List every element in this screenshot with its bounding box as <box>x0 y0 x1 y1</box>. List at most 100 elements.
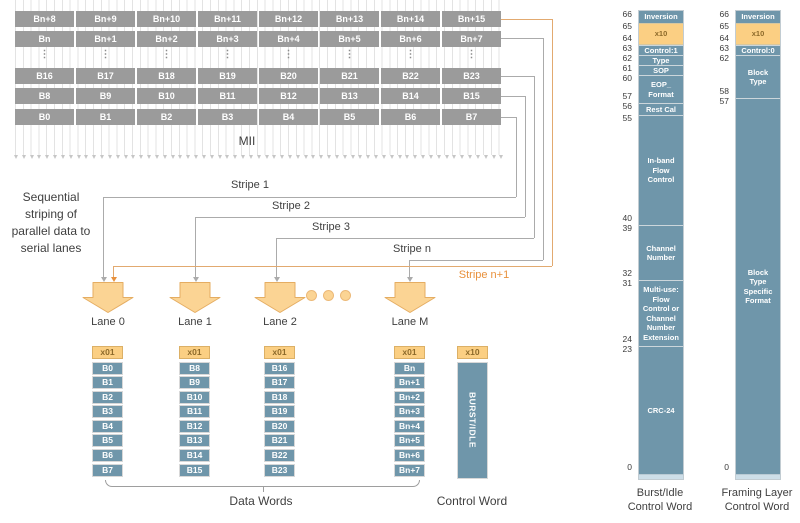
bus-arrowhead-icon <box>483 155 488 159</box>
bit-number: 65 <box>622 21 632 31</box>
stripe-line <box>113 266 114 277</box>
mii-cell: B2 <box>137 109 196 125</box>
burst-idle-word-title: Burst/Idle Control Word <box>627 487 693 513</box>
bit-number: 65 <box>719 21 729 31</box>
ellipsis-dot-icon <box>323 290 334 301</box>
stripe-line <box>525 96 526 217</box>
lane-cell: B4 <box>92 419 123 433</box>
bit-number: 61 <box>622 63 632 73</box>
bus-arrowhead-icon <box>287 155 292 159</box>
lane-arrow-icon <box>169 282 221 313</box>
lane-label: Lane M <box>391 316 429 328</box>
bus-arrowhead-icon <box>264 155 269 159</box>
lane-cell: B1 <box>92 376 123 390</box>
mii-cell: Bn+14 <box>381 11 440 27</box>
bit-number: 57 <box>719 96 729 106</box>
bus-arrowhead-icon <box>201 155 206 159</box>
mii-cell: B13 <box>320 88 379 104</box>
bus-arrowhead-icon <box>381 155 386 159</box>
lane-cell: B18 <box>264 390 295 404</box>
lane-cell: Bn+4 <box>394 419 425 433</box>
bus-arrowhead-icon <box>327 155 332 159</box>
lane-header: x01 <box>92 346 123 359</box>
bus-arrowhead-icon <box>499 155 504 159</box>
lane-arrow-icon <box>254 282 306 313</box>
bit-field: In-band Flow Control <box>639 115 683 225</box>
lane-cell: Bn+1 <box>394 376 425 390</box>
lane-arrow-icon <box>82 282 134 313</box>
bit-field: Type <box>639 55 683 65</box>
bus-arrowhead-icon <box>491 155 496 159</box>
bus-arrowhead-icon <box>280 155 285 159</box>
bit-field: Inversion <box>639 11 683 23</box>
mii-cell: Bn+13 <box>320 11 379 27</box>
stripe-line <box>113 266 552 267</box>
mii-cell: B4 <box>259 109 318 125</box>
bus-arrowhead-icon <box>217 155 222 159</box>
bus-arrowhead-icon <box>428 155 433 159</box>
bus-arrowhead-icon <box>139 155 144 159</box>
bus-arrowhead-icon <box>374 155 379 159</box>
bus-arrowhead-icon <box>366 155 371 159</box>
mii-cell: Bn+8 <box>15 11 74 27</box>
mii-cell: B3 <box>198 109 257 125</box>
mii-label: MII <box>238 134 256 148</box>
bus-arrowhead-icon <box>100 155 105 159</box>
bus-arrowhead-icon <box>444 155 449 159</box>
control-word-body: BURST/IDLE <box>457 361 488 479</box>
bit-number: 57 <box>622 91 632 101</box>
bit-number: 64 <box>622 33 632 43</box>
lane-cell: B13 <box>179 434 210 448</box>
mii-cell: B20 <box>259 68 318 84</box>
lane-cell: B5 <box>92 434 123 448</box>
lane-cell: B23 <box>264 463 295 477</box>
lane-label: Lane 2 <box>263 316 297 328</box>
lane-cell: B22 <box>264 449 295 463</box>
mii-cell: B23 <box>442 68 501 84</box>
bus-arrowhead-icon <box>53 155 58 159</box>
mii-cell: ⋮ <box>405 49 416 60</box>
bit-number: 40 <box>622 213 632 223</box>
bit-number: 0 <box>627 462 632 472</box>
bus-arrowhead-icon <box>14 155 18 159</box>
bus-arrowhead-icon <box>475 155 480 159</box>
bus-arrowhead-icon <box>436 155 441 159</box>
lane-cell: B10 <box>179 390 210 404</box>
bit-number: 0 <box>724 462 729 472</box>
ellipsis-dot-icon <box>340 290 351 301</box>
bus-arrowhead-icon <box>460 155 465 159</box>
stripe-arrowhead-icon <box>406 277 413 282</box>
bit-field: EOP_ Format <box>639 75 683 103</box>
mii-cell: B22 <box>381 68 440 84</box>
mii-cell: Bn+3 <box>198 31 257 47</box>
framing-layer-word-title: Framing Layer Control Word <box>721 487 793 513</box>
stripe-line <box>103 197 516 198</box>
mii-cell: B9 <box>76 88 135 104</box>
bus-arrowhead-icon <box>162 155 167 159</box>
bit-field: Channel Number <box>639 225 683 280</box>
bit-field: Rest Cal <box>639 103 683 115</box>
bit-number: 32 <box>622 268 632 278</box>
mii-cell: ⋮ <box>344 49 355 60</box>
mii-cell: Bn+11 <box>198 11 257 27</box>
mii-cell: Bn+5 <box>320 31 379 47</box>
bus-arrowhead-icon <box>131 155 136 159</box>
lane-cell: Bn+5 <box>394 434 425 448</box>
bus-arrowhead-icon <box>21 155 26 159</box>
lane-cell: Bn+3 <box>394 405 425 419</box>
bus-arrowhead-icon <box>37 155 42 159</box>
bus-arrowhead-icon <box>389 155 394 159</box>
bit-number: 55 <box>622 113 632 123</box>
bus-arrowhead-icon <box>115 155 120 159</box>
stripe-line <box>195 217 525 218</box>
bus-arrowhead-icon <box>225 155 230 159</box>
bus-arrowhead-icon <box>84 155 89 159</box>
bit-number: 66 <box>622 9 632 19</box>
